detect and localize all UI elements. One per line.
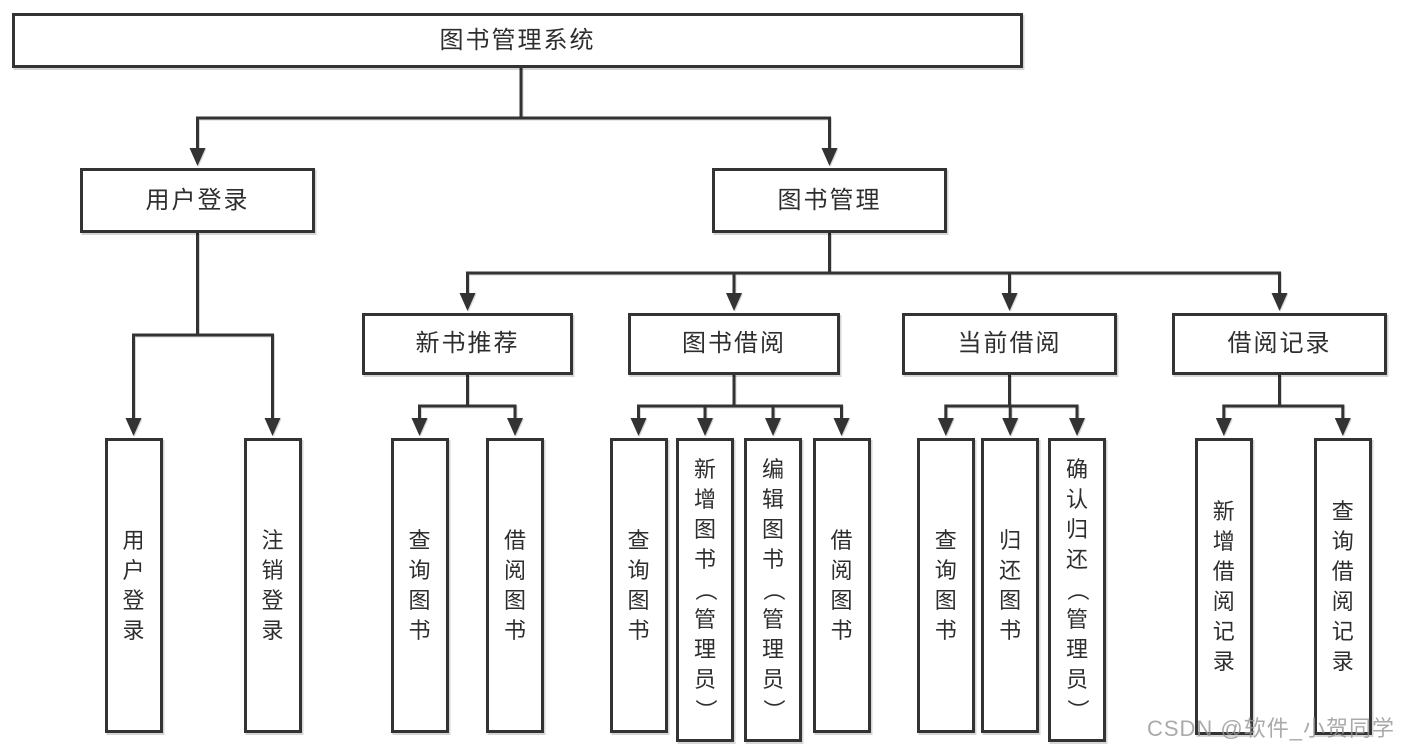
node-book-borrow-label: 图书借阅	[682, 330, 786, 357]
leaf-query-borrow-record-label: 查询借阅记录	[1331, 498, 1354, 674]
node-current-borrow: 当前借阅	[902, 313, 1117, 375]
leaf-current-query-books: 查询图书	[916, 438, 975, 733]
node-new-book-recommend: 新书推荐	[362, 313, 573, 375]
leaf-return-book-label: 归还图书	[999, 527, 1022, 643]
leaf-borrow-borrow-books: 借阅图书	[812, 438, 871, 733]
node-user-login-label: 用户登录	[145, 186, 250, 214]
leaf-confirm-return-admin: 确认归还（管理员）	[1048, 438, 1106, 742]
node-borrow-records: 借阅记录	[1172, 313, 1387, 375]
leaf-recommend-borrow-books: 借阅图书	[486, 438, 544, 733]
node-borrow-records-label: 借阅记录	[1227, 330, 1332, 357]
leaf-add-book-admin: 新增图书（管理员）	[676, 438, 734, 742]
node-new-book-recommend-label: 新书推荐	[415, 330, 520, 357]
leaf-user-login: 用户登录	[104, 438, 163, 733]
leaf-recommend-query-books-label: 查询图书	[408, 527, 431, 643]
leaf-logout-label: 注销登录	[261, 527, 284, 643]
node-book-management: 图书管理	[712, 168, 947, 233]
node-current-borrow-label: 当前借阅	[957, 330, 1062, 357]
leaf-current-query-books-label: 查询图书	[934, 527, 957, 643]
leaf-add-borrow-record: 新增借阅记录	[1194, 438, 1253, 735]
leaf-edit-book-admin: 编辑图书（管理员）	[744, 438, 802, 742]
leaf-logout: 注销登录	[243, 438, 302, 733]
csdn-watermark: CSDN @软件_小贺同学	[1146, 716, 1395, 741]
leaf-query-borrow-record: 查询借阅记录	[1313, 438, 1372, 735]
leaf-borrow-query-books-label: 查询图书	[627, 527, 650, 643]
node-book-borrow: 图书借阅	[628, 313, 840, 375]
node-root-label: 图书管理系统	[439, 26, 596, 54]
node-root-system: 图书管理系统	[12, 13, 1023, 68]
leaf-return-book: 归还图书	[981, 438, 1040, 733]
node-book-management-label: 图书管理	[777, 186, 882, 214]
leaf-recommend-borrow-books-label: 借阅图书	[503, 527, 526, 643]
leaf-borrow-query-books: 查询图书	[609, 438, 668, 733]
leaf-confirm-return-admin-label: 确认归还（管理员）	[1064, 457, 1090, 722]
leaf-borrow-borrow-books-label: 借阅图书	[830, 527, 853, 643]
leaf-recommend-query-books: 查询图书	[390, 438, 449, 733]
leaf-add-book-admin-label: 新增图书（管理员）	[692, 457, 718, 722]
node-user-login: 用户登录	[80, 168, 315, 233]
leaf-add-borrow-record-label: 新增借阅记录	[1212, 498, 1235, 674]
leaf-user-login-label: 用户登录	[122, 527, 145, 643]
leaf-edit-book-admin-label: 编辑图书（管理员）	[760, 457, 786, 722]
